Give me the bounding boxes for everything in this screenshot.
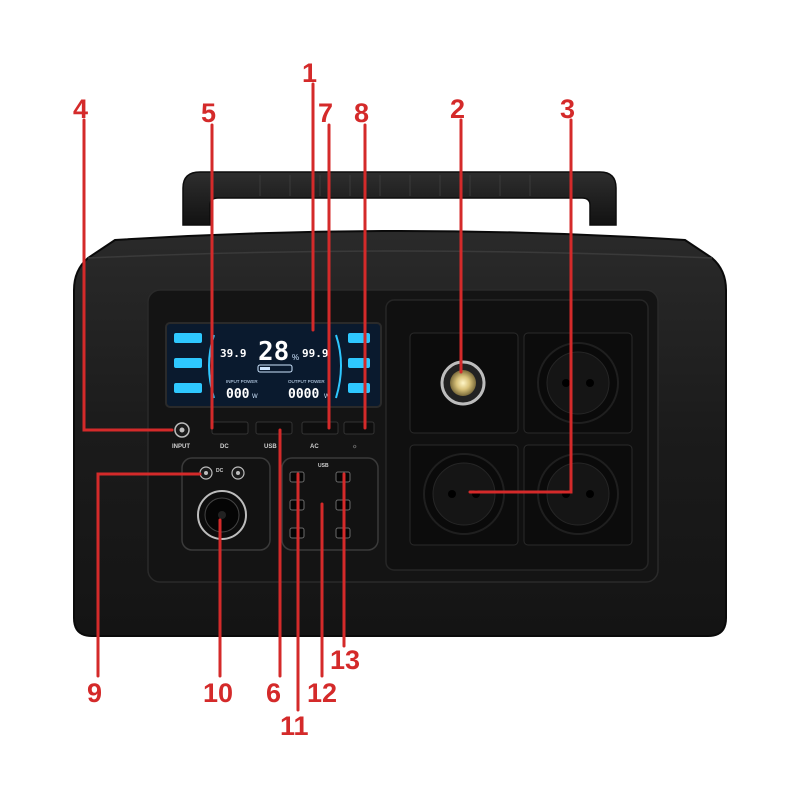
ac-socket-1-recess-icon [546,351,610,415]
callout-8: 8 [354,98,370,128]
lcd-indicator-6 [348,383,370,393]
battery-percent: 28 [258,337,289,367]
ac-button-label: AC [310,444,319,450]
output-right-value: 99.9 [302,347,329,360]
leader-lines [82,82,573,712]
light-button-icon: ☼ [352,444,358,450]
dc-button-label: DC [220,444,229,450]
callout-11: 11 [280,711,309,741]
percent-unit: % [292,353,299,362]
usb-button[interactable] [255,421,293,435]
carry-handle [182,171,617,226]
callout-4: 4 [73,94,89,124]
usb-port-panel: USB [281,457,379,551]
output-power-unit: W [324,394,330,400]
input-power-label: INPUT POWER [226,379,258,384]
callout-5: 5 [201,98,217,128]
ac-button[interactable] [301,421,339,435]
leader-line-9 [96,472,202,678]
callout-6: 6 [266,678,282,708]
lcd-indicator-4 [348,333,370,343]
led-light-lens-icon [450,370,476,396]
dc-port-2-pin-icon [236,471,240,475]
callout-7: 7 [318,98,334,128]
output-power-label: OUTPUT POWER [288,379,325,384]
callout-13: 13 [330,645,361,675]
input-label: INPUT [172,444,190,450]
output-left-value: 39.9 [220,347,247,360]
car-socket-pin-icon [218,511,226,519]
callout-1: 1 [302,58,318,88]
leader-line-4 [82,118,174,432]
socket-area [409,332,633,546]
leader-line-3 [468,118,573,494]
ac-socket-2-pin-left-icon [448,490,456,498]
callout-3: 3 [560,94,576,124]
callout-9: 9 [87,678,103,708]
input-power-unit: W [252,394,258,400]
lcd-indicator-5 [348,358,370,368]
callout-12: 12 [307,678,338,708]
usb-block-label: USB [318,463,329,469]
usb-button-label: USB [264,444,277,450]
ac-socket-2-recess-icon [432,462,496,526]
lcd-indicator-3 [174,383,202,393]
ac-socket-3-pin-right-icon [586,490,594,498]
ac-socket-1-pin-left-icon [562,379,570,387]
dc-port-1-pin-icon [204,471,208,475]
dc-button[interactable] [211,421,249,435]
ac-socket-3-recess-icon [546,462,610,526]
lcd-display: 28 % 39.9 99.9 INPUT POWER OUTPUT POWER … [165,322,382,408]
output-power-value: 0000 [288,387,319,402]
lcd-indicator-1 [174,333,202,343]
lcd-indicator-2 [174,358,202,368]
callout-10: 10 [203,678,234,708]
input-power-value: 000 [226,387,250,402]
dc-port-label: DC [216,468,224,474]
callout-2: 2 [450,94,466,124]
ac-socket-1-pin-right-icon [586,379,594,387]
button-row: INPUT DC USB AC ☼ [172,421,375,450]
dc-port-panel: DC [181,457,271,551]
device-body [73,230,727,637]
light-button[interactable] [343,421,375,435]
input-port-pin-icon [179,427,185,433]
